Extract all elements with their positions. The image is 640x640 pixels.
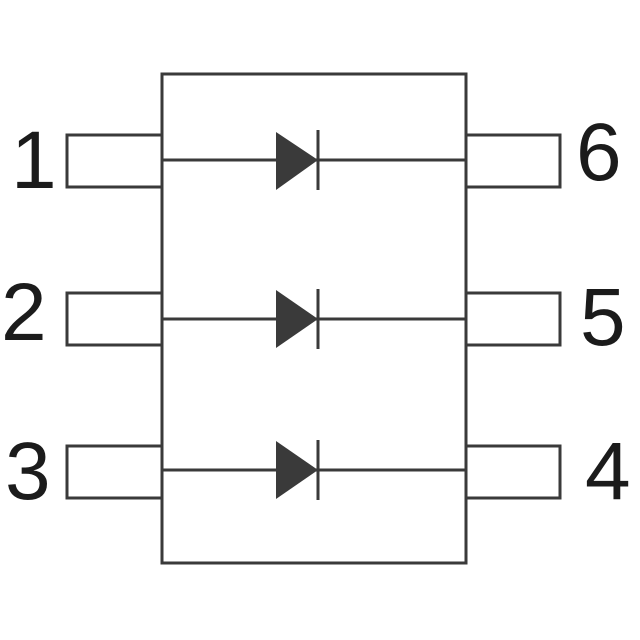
pin-label-5: 5 xyxy=(580,272,626,363)
pin-label-6: 6 xyxy=(576,107,622,198)
pin-label-3: 3 xyxy=(5,426,51,517)
diode-1-anode-triangle xyxy=(276,132,318,190)
pin-5-lead xyxy=(464,291,562,347)
pin-label-2: 2 xyxy=(1,267,47,358)
pin-6-lead xyxy=(464,133,562,189)
diode-2 xyxy=(162,289,466,349)
diode-2-anode-triangle xyxy=(276,290,318,348)
pin-4-lead xyxy=(464,444,562,500)
pin-label-1: 1 xyxy=(11,115,57,206)
diode-3-anode-triangle xyxy=(276,441,318,499)
diode-3 xyxy=(162,440,466,500)
pin-2-lead xyxy=(65,291,164,347)
pin-label-4: 4 xyxy=(585,426,631,517)
pin-3-lead xyxy=(65,444,164,500)
diode-1 xyxy=(162,130,466,190)
pin-1-lead xyxy=(65,133,164,189)
